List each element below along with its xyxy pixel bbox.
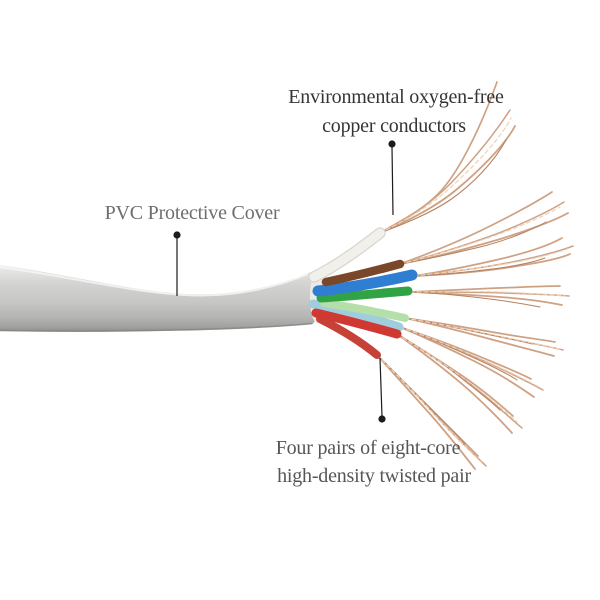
wire-brown	[321, 259, 405, 287]
copper-strand	[376, 354, 476, 470]
copper-bundle-pale-blue	[399, 326, 544, 398]
label-pvc-cover: PVC Protective Cover	[105, 202, 280, 224]
cable-jacket	[0, 265, 319, 332]
copper-bundle-white	[379, 81, 516, 234]
callout-twisted-pair	[378, 357, 386, 423]
copper-bundle-red	[396, 333, 523, 434]
copper-bundle-dark-red	[376, 354, 487, 470]
copper-strand	[409, 291, 541, 308]
annotation-labels: Environmental oxygen-free copper conduct…	[105, 86, 505, 487]
wire-blue	[312, 269, 418, 297]
copper-strand	[413, 237, 563, 277]
copper-strand	[413, 248, 568, 277]
copper-strand	[396, 333, 501, 411]
copper-strand	[404, 317, 560, 350]
callout-pvc-cover	[173, 231, 181, 296]
copper-strand	[376, 354, 482, 463]
copper-bundle-pale-green	[404, 317, 564, 357]
copper-bundles	[376, 81, 574, 470]
copper-strand	[379, 139, 507, 234]
callout-copper-conductors	[388, 140, 396, 216]
label-copper-conductors-line1: Environmental oxygen-free	[288, 86, 504, 108]
label-twisted-pair-line1: Four pairs of eight-core	[276, 437, 461, 459]
callout-dot	[388, 140, 396, 148]
callout-dot	[378, 415, 386, 423]
copper-strand	[409, 290, 566, 297]
copper-bundle-brown	[399, 191, 569, 265]
copper-bundle-green	[409, 285, 570, 308]
wire-green	[316, 286, 413, 303]
copper-strand	[399, 201, 565, 265]
copper-bundle-blue	[413, 237, 574, 277]
callout-dot	[173, 231, 181, 239]
copper-strand	[399, 326, 540, 388]
callout-line	[391, 146, 394, 216]
callout-line	[379, 357, 383, 417]
label-copper-conductors-line2: copper conductors	[322, 115, 466, 137]
copper-strand	[399, 212, 569, 265]
callouts	[173, 140, 396, 423]
copper-strand	[396, 333, 518, 423]
wire-red	[311, 308, 402, 339]
copper-strand	[379, 117, 512, 234]
copper-strand	[396, 333, 513, 434]
inner-wires	[308, 227, 418, 359]
wire-dark-red	[316, 315, 381, 359]
copper-strand	[413, 257, 546, 277]
copper-strand	[399, 206, 561, 265]
cable-top-highlight	[0, 266, 309, 297]
copper-strand	[399, 221, 547, 265]
wire-pale-green	[320, 299, 409, 322]
copper-strand	[404, 317, 555, 357]
wire-white	[309, 228, 385, 282]
copper-strand	[379, 125, 516, 234]
copper-strand	[399, 191, 553, 265]
copper-strand	[399, 326, 535, 398]
copper-strand	[409, 291, 570, 297]
label-twisted-pair-line2: high-density twisted pair	[277, 465, 471, 487]
copper-strand	[399, 326, 518, 381]
copper-strand	[409, 285, 561, 293]
cable-bottom-edge	[0, 322, 313, 332]
cable	[0, 265, 324, 332]
